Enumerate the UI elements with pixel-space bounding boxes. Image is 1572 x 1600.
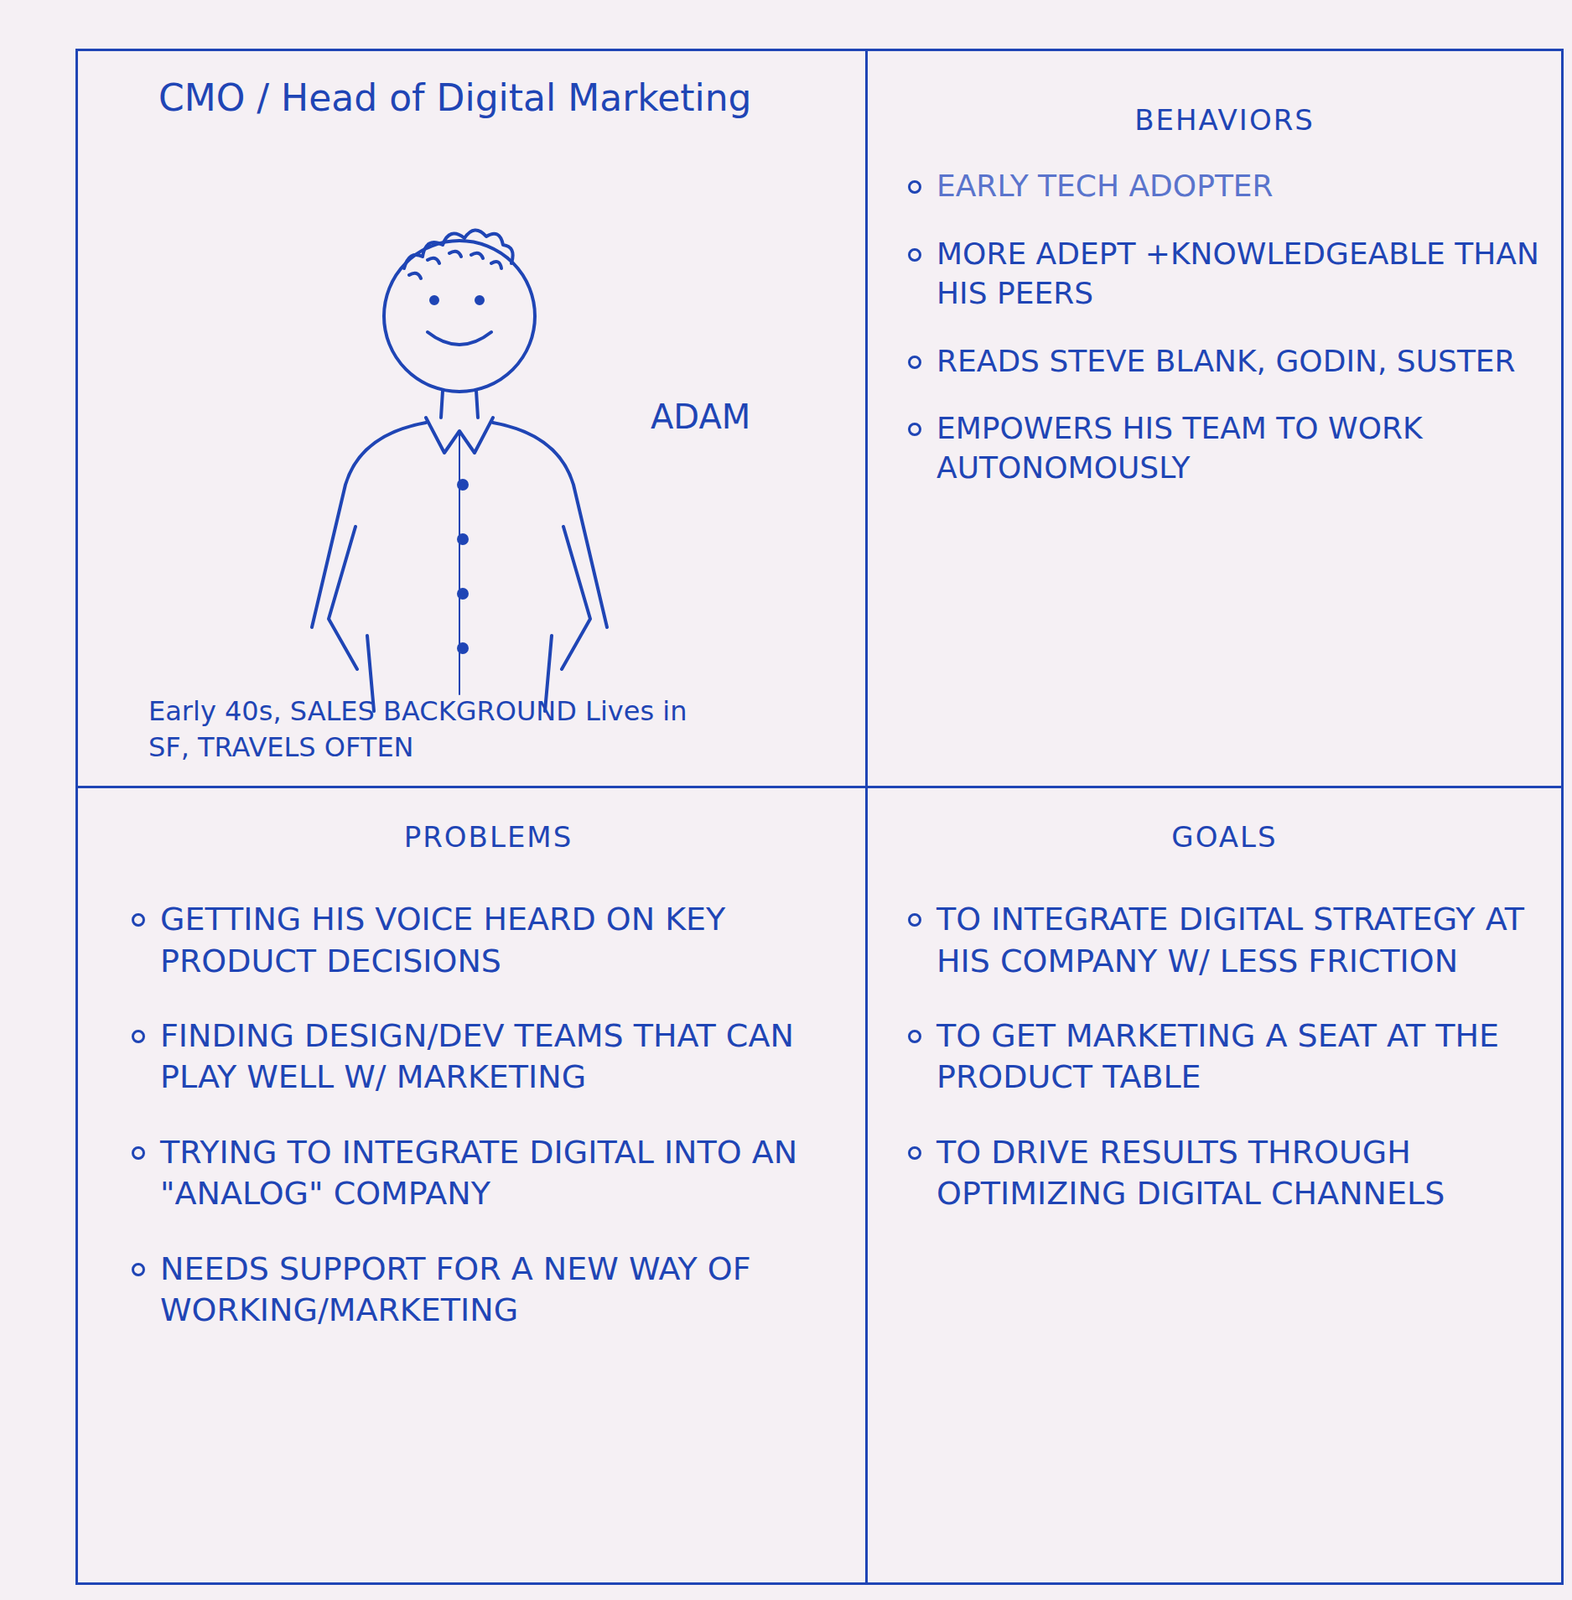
bullet-dot	[131, 1029, 146, 1043]
bullet-row: EMPOWERS HIS TEAM TO WORK AUTONOMOUSLY	[907, 409, 1541, 488]
bullet-dot	[907, 913, 922, 927]
persona-description: Early 40s, SALES BACKGROUND Lives in SF,…	[148, 693, 694, 766]
right-arm	[561, 526, 591, 670]
bullet-dot	[907, 1146, 922, 1160]
bullet-row: GETTING HIS VOICE HEARD ON KEY PRODUCT D…	[131, 898, 846, 982]
section-heading-row: BEHAVIORS	[907, 101, 1541, 139]
left-shoulder	[311, 422, 426, 628]
bullet-row: NEEDS SUPPORT FOR A NEW WAY OF WORKING/M…	[131, 1248, 846, 1332]
persona-role-title: CMO / Head of Digital Marketing	[158, 76, 846, 121]
bullet-text: EARLY TECH ADOPTER	[936, 166, 1541, 207]
section-heading-row: PROBLEMS	[131, 818, 846, 856]
box-content: PROBLEMS GETTING HIS VOICE HEARD ON KEY P…	[77, 788, 866, 1373]
bullet-row: MORE ADEPT +KNOWLEDGEABLE THAN HIS PEERS	[907, 234, 1541, 314]
bullet-text: EMPOWERS HIS TEAM TO WORK AUTONOMOUSLY	[936, 409, 1541, 488]
stick-figure	[311, 229, 608, 711]
box-content: GOALS TO INTEGRATE DIGITAL STRATEGY AT HI…	[867, 788, 1562, 1257]
persona-profile-box: CMO / Head of Digital MarketingADAM Early…	[75, 48, 868, 789]
bullet-dot	[131, 913, 146, 927]
bullet-text: GETTING HIS VOICE HEARD ON KEY PRODUCT D…	[160, 898, 846, 982]
section-heading: BEHAVIORS	[907, 101, 1541, 139]
bullet-row: FINDING DESIGN/DEV TEAMS THAT CAN PLAY W…	[131, 1015, 846, 1099]
bullet-text: TO DRIVE RESULTS THROUGH OPTIMIZING DIGI…	[936, 1131, 1541, 1215]
bullet-text: TO GET MARKETING A SEAT AT THE PRODUCT T…	[936, 1015, 1541, 1099]
button	[458, 534, 467, 544]
bullet-text: TO INTEGRATE DIGITAL STRATEGY AT HIS COM…	[936, 898, 1541, 982]
button	[458, 480, 467, 489]
bullet-dot	[131, 1262, 146, 1277]
eye	[476, 296, 483, 304]
bullet-row: EARLY TECH ADOPTER	[907, 166, 1541, 207]
section-heading-row: GOALS	[907, 818, 1541, 856]
goals-box: GOALS TO INTEGRATE DIGITAL STRATEGY AT HI…	[865, 785, 1564, 1585]
smile	[427, 332, 492, 345]
bullet-row: TRYING TO INTEGRATE DIGITAL INTO AN "ANA…	[131, 1131, 846, 1215]
bullet-text: READS STEVE BLANK, GODIN, SUSTER	[936, 342, 1541, 382]
eye	[430, 296, 438, 304]
bullet-text: NEEDS SUPPORT FOR A NEW WAY OF WORKING/M…	[160, 1248, 846, 1332]
bullet-row: TO DRIVE RESULTS THROUGH OPTIMIZING DIGI…	[907, 1131, 1541, 1215]
bullet-text: TRYING TO INTEGRATE DIGITAL INTO AN "ANA…	[160, 1131, 846, 1215]
problems-box: PROBLEMS GETTING HIS VOICE HEARD ON KEY P…	[75, 785, 868, 1585]
button	[458, 643, 467, 653]
bullet-row: TO INTEGRATE DIGITAL STRATEGY AT HIS COM…	[907, 898, 1541, 982]
bullet-dot	[131, 1146, 146, 1160]
bullet-text: MORE ADEPT +KNOWLEDGEABLE THAN HIS PEERS	[936, 234, 1541, 314]
hair-curls	[409, 251, 502, 279]
bullet-dot	[907, 355, 922, 369]
bullet-dot	[907, 1029, 922, 1043]
section-heading: GOALS	[907, 818, 1541, 856]
behaviors-box: BEHAVIORS EARLY TECH ADOPTER MORE ADEPT +K…	[865, 48, 1564, 789]
bullet-row: TO GET MARKETING A SEAT AT THE PRODUCT T…	[907, 1015, 1541, 1099]
neck	[440, 390, 478, 418]
bullet-dot	[907, 422, 922, 436]
box-content: BEHAVIORS EARLY TECH ADOPTER MORE ADEPT +K…	[867, 51, 1562, 525]
right-shoulder	[492, 422, 608, 628]
button	[458, 589, 467, 598]
bullet-text: FINDING DESIGN/DEV TEAMS THAT CAN PLAY W…	[160, 1015, 846, 1099]
shirt-placket	[458, 432, 461, 695]
left-arm	[328, 526, 358, 670]
bullet-row: READS STEVE BLANK, GODIN, SUSTER	[907, 342, 1541, 382]
persona-name: ADAM	[650, 396, 819, 437]
bullet-dot	[907, 180, 922, 194]
bullet-dot	[907, 248, 922, 262]
section-heading: PROBLEMS	[131, 818, 846, 856]
